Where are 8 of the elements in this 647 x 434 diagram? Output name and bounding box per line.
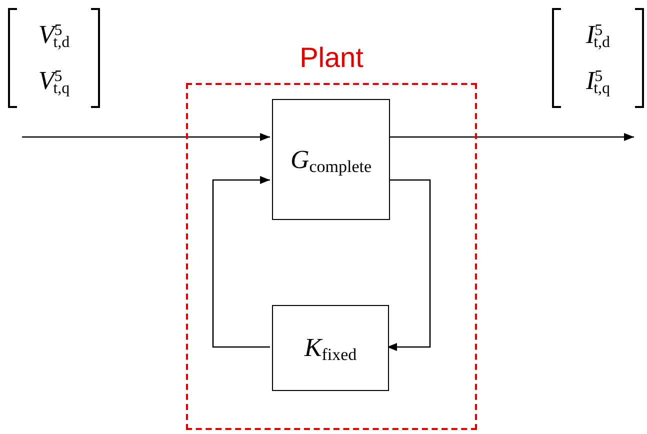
group-heading: Plant bbox=[298, 41, 364, 75]
block-label: K$_{fixed}$ bbox=[304, 335, 357, 361]
signal-arrow bbox=[22, 133, 270, 141]
block-box bbox=[272, 305, 389, 391]
signal-arrow bbox=[212, 176, 270, 348]
block-box bbox=[272, 99, 390, 220]
signal-arrow bbox=[387, 179, 431, 351]
signal-arrow bbox=[388, 133, 634, 141]
